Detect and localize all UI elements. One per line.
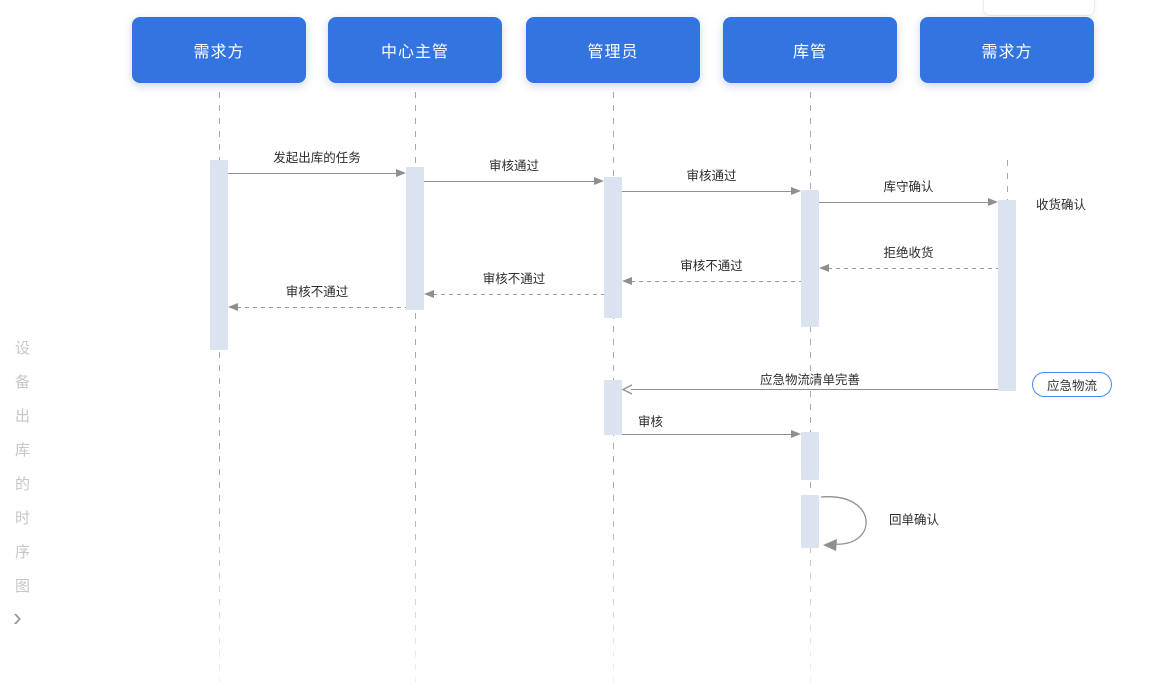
message-label-3: 库守确认 xyxy=(883,180,934,194)
message-line-0 xyxy=(228,173,397,174)
message-label-7: 审核不通过 xyxy=(482,272,546,286)
arrowhead-icon xyxy=(594,176,604,185)
message-line-8 xyxy=(237,307,406,308)
actor-box-1[interactable]: 中心主管 xyxy=(328,17,502,83)
actor-box-2[interactable]: 管理员 xyxy=(526,17,700,83)
activation-bar-2 xyxy=(604,177,622,318)
message-label-1: 审核通过 xyxy=(488,159,540,173)
arrowhead-icon xyxy=(819,263,829,272)
arrowhead-icon xyxy=(228,302,238,311)
activation-bar-0 xyxy=(210,160,228,350)
message-label-8: 审核不通过 xyxy=(285,285,349,299)
message-line-7 xyxy=(433,294,604,295)
message-label-10: 审核 xyxy=(638,415,664,429)
arrowhead-icon xyxy=(396,168,406,177)
message-line-3 xyxy=(819,202,989,203)
lifeline-0 xyxy=(219,92,220,682)
actor-box-4[interactable]: 需求方 xyxy=(920,17,1094,83)
message-line-2 xyxy=(622,191,792,192)
activation-bar-4 xyxy=(998,200,1016,391)
message-label-5: 拒绝收货 xyxy=(883,246,934,260)
message-line-6 xyxy=(631,281,801,282)
arrowhead-icon xyxy=(791,429,801,438)
message-label-11: 回单确认 xyxy=(889,513,940,527)
diagram-title-vertical: 设备出库的时序图 xyxy=(13,340,30,612)
activation-bar-6 xyxy=(801,432,819,480)
message-label-6: 审核不通过 xyxy=(680,259,743,273)
open-arrowhead-icon xyxy=(621,384,633,395)
arrowhead-icon xyxy=(424,289,434,298)
message-label-9: 应急物流清单完善 xyxy=(759,373,861,387)
message-line-9 xyxy=(631,389,998,390)
message-line-10 xyxy=(622,434,792,435)
lifeline-3 xyxy=(810,92,811,682)
activation-bar-5 xyxy=(604,380,622,435)
actor-box-3[interactable]: 库管 xyxy=(723,17,897,83)
chevron-right-icon[interactable]: › xyxy=(13,602,22,632)
message-label-0: 发起出库的任务 xyxy=(273,151,361,165)
cropped-card xyxy=(983,0,1095,16)
emergency-logistics-node[interactable]: 应急物流 xyxy=(1032,372,1112,397)
arrowhead-icon xyxy=(988,197,998,206)
arrowhead-icon xyxy=(622,276,632,285)
activation-bar-3 xyxy=(801,190,819,327)
self-message-curve xyxy=(820,496,867,551)
actor-box-0[interactable]: 需求方 xyxy=(132,17,306,83)
activation-bar-7 xyxy=(801,495,819,548)
message-line-5 xyxy=(828,268,998,269)
activation-bar-1 xyxy=(406,167,424,310)
lifeline-1 xyxy=(415,92,416,682)
message-label-2: 审核通过 xyxy=(686,169,737,183)
message-line-1 xyxy=(424,181,595,182)
arrowhead-icon xyxy=(791,186,801,195)
message-label-4: 收货确认 xyxy=(1036,198,1087,212)
